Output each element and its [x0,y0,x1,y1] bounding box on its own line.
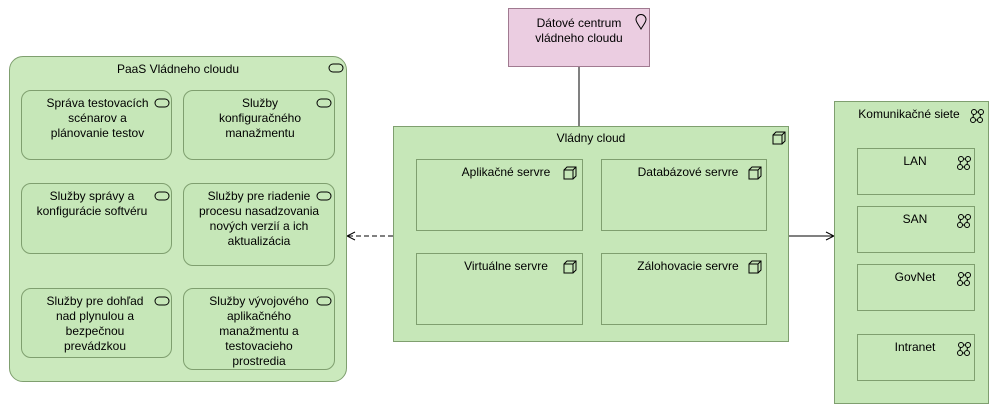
node-virtual-servers[interactable]: Virtuálne servre [416,253,583,325]
network-icon [957,342,971,356]
network-label: LAN [903,154,927,168]
service-deployment[interactable]: Služby pre riadenie procesu nasadzovania… [183,183,335,266]
network-lan[interactable]: LAN [857,148,975,195]
service-icon [316,98,332,108]
network-intranet[interactable]: Intranet [857,334,975,381]
node-label: Aplikačné servre [461,165,551,179]
service-icon [154,191,170,201]
node-database-servers[interactable]: Databázové servre [601,159,767,231]
node-icon [772,131,786,145]
cloud-title: Vládny cloud [556,131,626,145]
service-icon [154,98,170,108]
service-config-management[interactable]: Služby konfiguračného manažmentu [183,90,335,160]
network-icon [957,156,971,170]
datacenter-label: Dátové centrum vládneho cloudu [535,16,623,45]
network-icon [957,272,971,286]
service-test-scenarios[interactable]: Správa testovacích scénarov a plánovanie… [21,90,172,160]
service-label: Služby pre dohľad nad plynulou a bezpečn… [46,294,144,353]
service-software-config[interactable]: Služby správy a konfigurácie softvéru [21,183,172,254]
node-label: Virtuálne servre [464,259,548,273]
node-label: Zálohovacie servre [637,259,739,273]
service-icon [154,296,170,306]
node-icon [563,166,577,180]
service-dev-app-management[interactable]: Služby vývojového aplikačného manažmentu… [183,288,335,370]
network-icon [957,214,971,228]
service-icon [316,296,332,306]
datacenter-location[interactable]: Dátové centrum vládneho cloudu [508,8,650,67]
service-icon [316,191,332,201]
service-label: Služby vývojového aplikačného manažmentu… [209,294,309,368]
network-title: Komunikačné siete [858,107,960,121]
network-san[interactable]: SAN [857,206,975,253]
node-icon [748,260,762,274]
network-label: Intranet [894,340,936,354]
node-icon [563,260,577,274]
network-govnet[interactable]: GovNet [857,264,975,311]
service-label: Služby pre riadenie procesu nasadzovania… [198,189,320,248]
location-pin-icon [635,14,647,30]
service-icon [328,63,344,73]
node-label: Databázové servre [637,165,739,179]
service-label: Služby správy a konfigurácie softvéru [36,189,148,218]
service-label: Správa testovacích scénarov a plánovanie… [46,96,149,140]
node-icon [748,166,762,180]
network-label: GovNet [894,270,936,284]
paas-title: PaaS Vládneho cloudu [116,62,240,76]
node-application-servers[interactable]: Aplikačné servre [416,159,583,231]
network-icon [970,109,984,123]
service-label: Služby konfiguračného manažmentu [218,96,302,140]
node-backup-servers[interactable]: Zálohovacie servre [601,253,767,325]
network-label: SAN [902,212,928,226]
service-operations[interactable]: Služby pre dohľad nad plynulou a bezpečn… [21,288,172,358]
